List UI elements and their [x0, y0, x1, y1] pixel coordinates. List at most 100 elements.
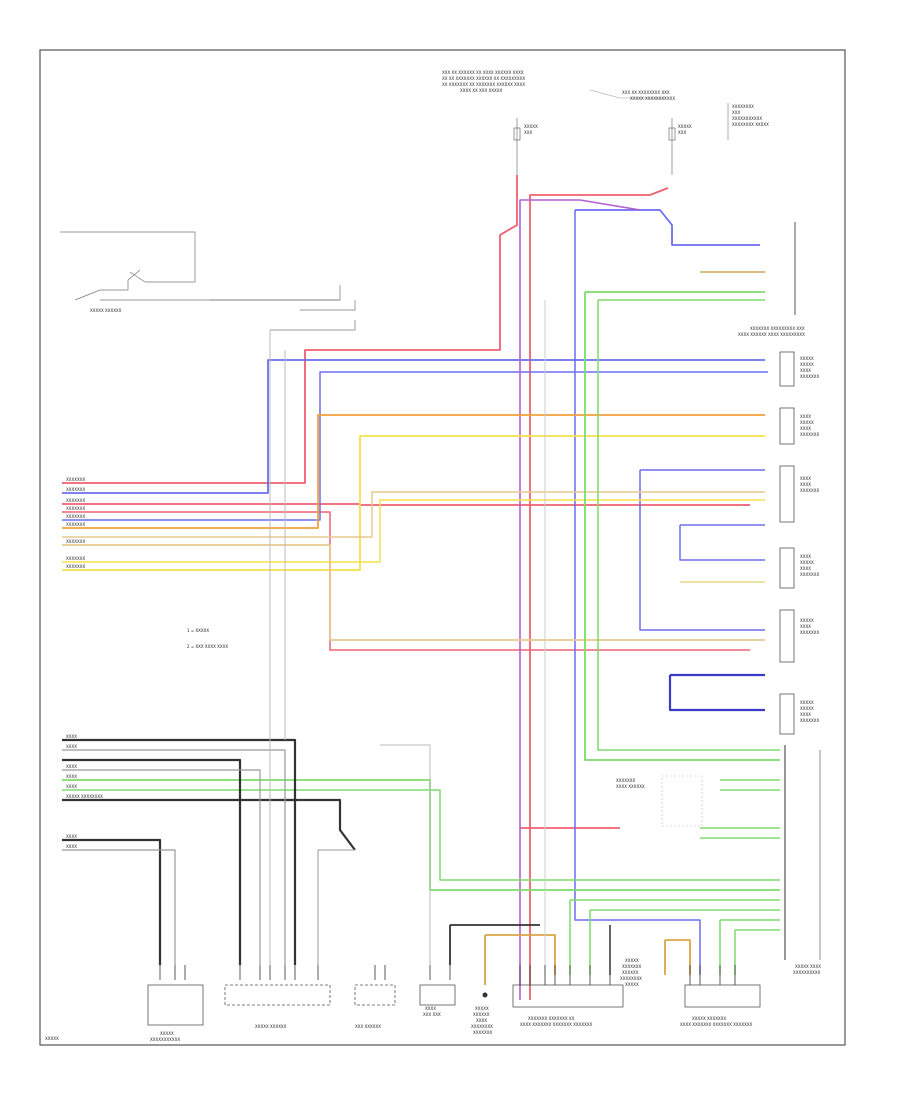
component-label: XXXXXXXX — [471, 1024, 493, 1029]
note-line: XXXXXXXXXXX — [732, 116, 762, 121]
component-label: XXXXXXX XXXXXXX XX — [528, 1016, 575, 1021]
component-label: XXX XXXXXX — [355, 1024, 381, 1029]
component-label: XXXXXXX — [616, 778, 635, 783]
top-note-line: XX XXXXXXX XX XXXXXXX XXXXXX XXXX — [442, 82, 525, 87]
component-label: XXXX XXXXXXX XXXXXXX XXXXXXX — [680, 1022, 753, 1027]
component-label: XXXXX — [800, 356, 814, 361]
component-label: XXXX — [476, 1018, 487, 1023]
component-label: XXXXXXX — [800, 432, 819, 437]
fuse-1: XXXXX XXX — [513, 118, 538, 175]
diagram-frame — [39, 49, 846, 1046]
aux-switch: XXX XXXXXX — [354, 984, 396, 1029]
wire-label: XXXX — [66, 844, 77, 849]
wire-label: XXXX — [66, 774, 77, 779]
component-label: XXXXX — [475, 1006, 489, 1011]
component-label: XXXXXXXXXX — [793, 970, 821, 975]
component-label: XXXXXXX — [800, 374, 819, 379]
component-label: XXXXX XXXXXX — [255, 1024, 287, 1029]
speaker-left-front: XXXX XXXXX XXXX XXXXXXX — [779, 407, 819, 445]
component-label: XXXXXXX — [800, 630, 819, 635]
component-label: XXXXXXXX — [620, 976, 642, 981]
component-label: XXXXXX — [473, 1012, 490, 1017]
fuse-label: XXX — [524, 130, 532, 135]
component-label: XXXX — [800, 414, 811, 419]
bottom-left-module: XXXXX XXXXXXXXXXX — [147, 984, 204, 1042]
usb-hub: XXXX XXX XXX — [419, 984, 456, 1017]
speaker-left-rear: XXXX XXXX XXXXXXX — [779, 465, 819, 523]
speaker-right-rear-2: XXXXX XXXXX XXXX XXXXXXX — [779, 693, 819, 735]
top-note: XXX XX XXXXXX XX XXXX XXXXXX XXXX XX XX … — [442, 70, 525, 93]
component-label: XXXX XXXXXX XXXX XXXXXXXXX — [738, 332, 805, 337]
component-label: XXXX — [800, 624, 811, 629]
speaker-left-rear-2: XXXX XXXXX XXXX XXXXXXX — [779, 547, 819, 589]
radio-switch-label: XXXXX XXXXXX — [90, 308, 122, 313]
footer-code: XXXXX — [45, 1036, 59, 1041]
component-label: XXX XXX — [423, 1012, 441, 1017]
wire-label: XXXXXXX — [66, 487, 85, 492]
fuse-label: XXX — [678, 130, 686, 135]
wire-label: XXXXX XXXXXXXX — [66, 794, 103, 799]
legend-item: 1 = XXXXX — [187, 628, 209, 633]
component-label: XXXXXX — [622, 970, 639, 975]
component-label: XXXX — [800, 566, 811, 571]
component-label: XXXXX — [160, 1031, 174, 1036]
component-label: XXXX — [800, 368, 811, 373]
note-line: XXXXX XXXXXXXXXXX — [630, 96, 675, 101]
fuse-2: XXXXX XXX — [668, 118, 692, 175]
legend: 1 = XXXXX 2 = XXX XXXX XXXX — [187, 628, 228, 649]
tuner-antenna: XXXXXXX XXXX XXXXXX — [616, 775, 703, 827]
component-label: XXXXXXXXXXX — [150, 1037, 180, 1042]
component-label: XXXXX XXXX — [795, 964, 821, 969]
connector-pins — [159, 965, 736, 985]
wire-label: XXXXXXX — [66, 556, 85, 561]
note-leader — [589, 89, 665, 99]
wire-label: XXXXXXX — [66, 514, 85, 519]
note-line: XXX — [732, 110, 740, 115]
wire-label: XXXXXXX — [66, 539, 85, 544]
speaker-right-front: XXXXX XXXXX XXXX XXXXXXX — [779, 351, 819, 387]
component-label: XXXXXXX — [800, 572, 819, 577]
component-label: XXXXX — [625, 982, 639, 987]
component-label: XXXXX — [800, 700, 814, 705]
component-label: XXXXX XXXXXXX — [692, 1016, 726, 1021]
fuse-label: XXXXX — [524, 124, 538, 129]
component-label: XXXX — [800, 482, 811, 487]
wire-label: XXXXXXX — [66, 522, 85, 527]
right-note: XXXXXXXX XXX XXXXXXXXXXX XXXXXXXX XXXXX — [732, 104, 769, 127]
wire-label: XXXXXXX — [66, 477, 85, 482]
component-label: XXXX XXXXXX — [616, 784, 645, 789]
telematics-module: XXXXX XXXXXX XXXX XXXXXXXX XXXXXXX — [471, 992, 493, 1035]
top-note-line: XXXX XX XXX XXXXX — [460, 88, 502, 93]
wire-label: XXXXXXX — [66, 498, 85, 503]
bottom-gray-module: XXXXX XXXXXXX XXXXXX XXXXXXXX XXXXX — [620, 958, 642, 987]
component-label: XXXX XXXXXXX XXXXXXX XXXXXXX — [520, 1022, 593, 1027]
note-line: XXXXXXXX XXXXX — [732, 122, 769, 127]
wire-label: XXXX — [66, 834, 77, 839]
component-label: XXXX — [800, 712, 811, 717]
component-label: XXXX — [800, 426, 811, 431]
top-right-note: XXX XX XXXXXXXX XXX XXXXX XXXXXXXXXXX — [622, 90, 675, 101]
component-label: XXXXXXX XXXXXXXXX XXX — [750, 326, 805, 331]
component-label: XXXXX — [800, 618, 814, 623]
fuse-label: XXXXX — [678, 124, 692, 129]
wire-label: XXXX — [66, 784, 77, 789]
wire-label: XXXX — [66, 744, 77, 749]
speaker-right-rear: XXXXX XXXX XXXXXXX — [779, 609, 819, 663]
component-label: XXXXX — [800, 420, 814, 425]
top-note-line: XXX XX XXXXXX XX XXXX XXXXXX XXXX — [442, 70, 524, 75]
component-label: XXXXX — [800, 560, 814, 565]
top-note-line: XX XX XXXXXXX XXXXXX XX XXXXXXXXX — [442, 76, 525, 81]
radio-switch-circuit — [60, 231, 356, 331]
left-lower-wire-labels: XXXX XXXX XXXX XXXX XXXX XXXXX XXXXXXXX … — [66, 734, 103, 849]
multi-function-switch: XXXXX XXXXXX — [224, 984, 331, 1029]
wire-label: XXXXXXX — [66, 564, 85, 569]
component-label: XXXXX — [800, 362, 814, 367]
amplifier-connector: XXXXX XXXX XXXXXXXXXX — [784, 745, 821, 975]
component-label: XXXXXXX — [800, 718, 819, 723]
component-label: XXXXXXX — [800, 488, 819, 493]
left-upper-wire-labels: XXXXXXX XXXXXXX XXXXXXX XXXXXXX XXXXXXX … — [66, 477, 85, 569]
wire-label: XXXX — [66, 764, 77, 769]
component-label: XXXX — [800, 476, 811, 481]
video-module: XXXXX XXXXXXX XXXX XXXXXXX XXXXXXX XXXXX… — [680, 984, 761, 1027]
